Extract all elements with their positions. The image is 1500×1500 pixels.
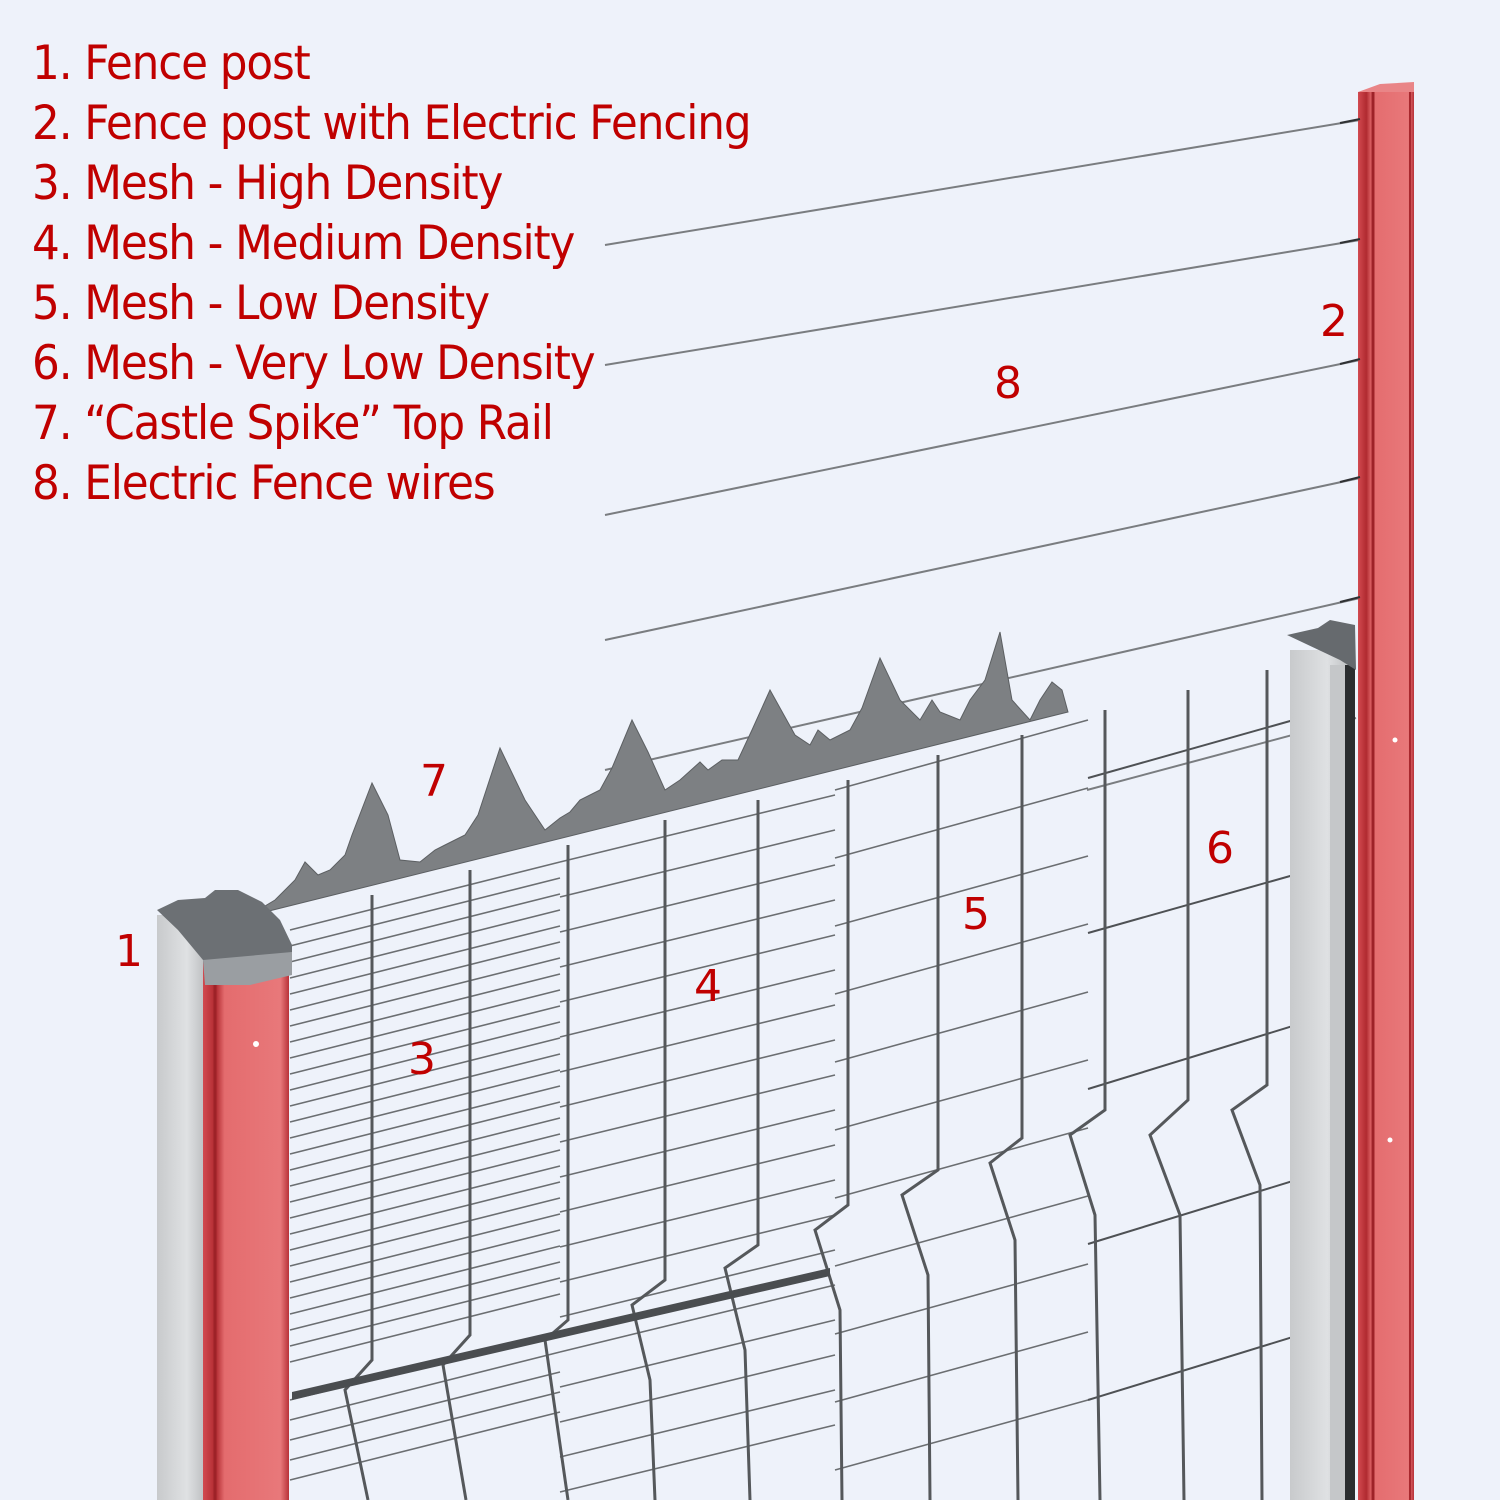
legend-item-mesh-medium: 4. Mesh - Medium Density (32, 216, 575, 271)
legend-item-fence-post: 1. Fence post (32, 36, 311, 91)
callout-5: 5 (962, 889, 990, 940)
fence-post-1 (157, 890, 292, 1500)
mesh-medium-density (559, 794, 836, 1493)
mesh-fold-rail (292, 1268, 830, 1400)
callout-2: 2 (1320, 296, 1348, 347)
legend-item-electric-wires: 8. Electric Fence wires (32, 456, 496, 511)
legend-item-fence-post-electric: 2. Fence post with Electric Fencing (32, 96, 752, 151)
fence-post-2 (1358, 82, 1414, 1500)
mesh-very-low-density (1087, 711, 1323, 1401)
legend: 1. Fence post 2. Fence post with Electri… (32, 34, 805, 514)
mesh-horizontal-wires (289, 711, 1323, 1493)
castle-spike-top-rail (264, 631, 1069, 913)
callout-3: 3 (408, 1034, 436, 1085)
legend-item-mesh-high: 3. Mesh - High Density (32, 156, 503, 211)
callout-7: 7 (420, 756, 448, 807)
callout-8: 8 (994, 358, 1022, 409)
callout-1: 1 (115, 926, 143, 977)
mesh-vertical-wires (343, 670, 1269, 1500)
callout-6: 6 (1206, 823, 1234, 874)
legend-item-mesh-low: 5. Mesh - Low Density (32, 276, 490, 331)
mesh-low-density (834, 719, 1089, 1471)
intermediate-post (1287, 620, 1356, 1500)
legend-item-castle-spike: 7. “Castle Spike” Top Rail (32, 396, 554, 451)
callout-4: 4 (694, 961, 722, 1012)
mesh-high-density (289, 861, 561, 1481)
legend-item-mesh-very-low: 6. Mesh - Very Low Density (32, 336, 596, 391)
